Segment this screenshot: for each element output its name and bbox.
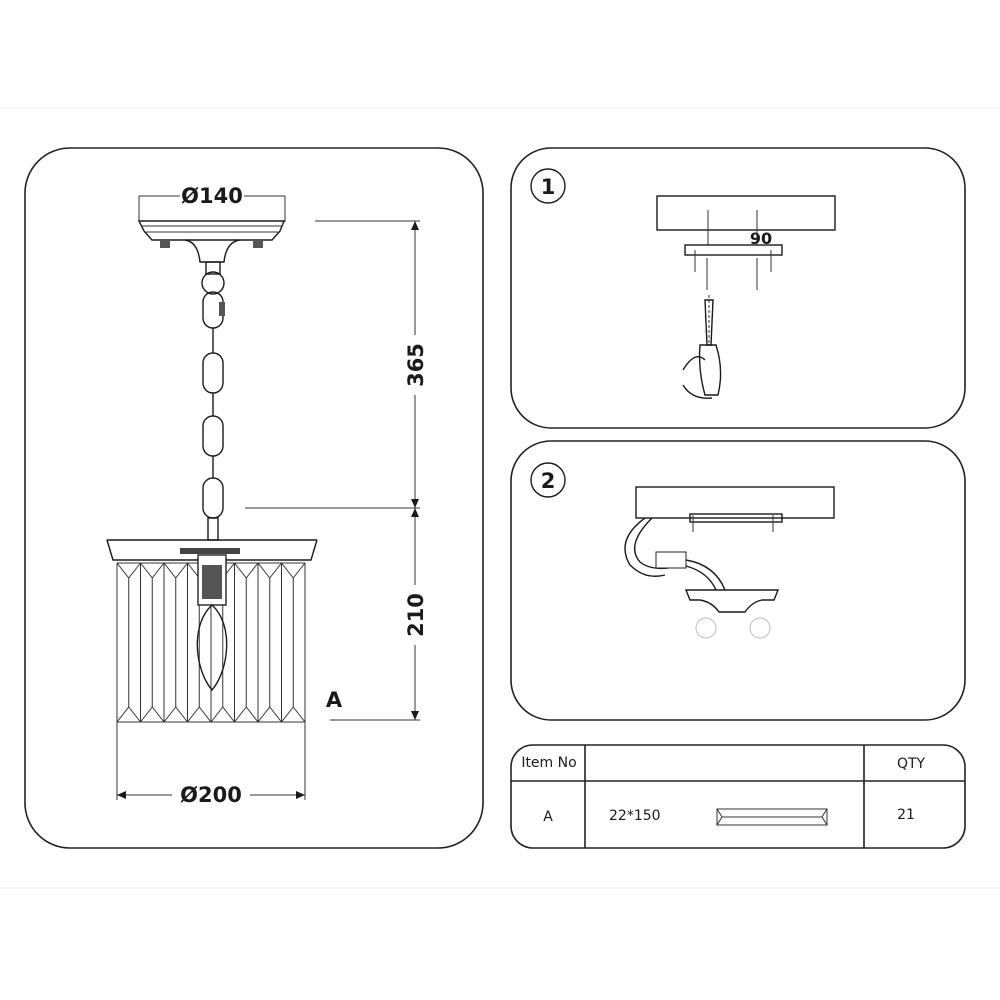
- crystal-shade: [106, 539, 318, 723]
- crystal-label: A: [326, 688, 343, 712]
- header-qty: QTY: [897, 756, 926, 772]
- hand: [682, 356, 713, 399]
- crystal-prism-icon: [716, 808, 828, 826]
- shade-diameter: Ø200: [180, 783, 242, 807]
- step-1-number: 1: [541, 175, 556, 199]
- crystal-prism: [116, 562, 141, 723]
- ceiling-block: [635, 486, 835, 519]
- parts-table: [510, 744, 966, 849]
- hole-spacing: 90: [750, 229, 772, 248]
- mounting-bar: [684, 244, 783, 256]
- row-item-no: A: [543, 809, 553, 825]
- step-2-panel: [510, 440, 966, 721]
- chain-height: 365: [404, 343, 428, 387]
- dimension-panel: [24, 147, 484, 849]
- step-1-badge: [530, 168, 566, 204]
- canopy-diameter: Ø140: [181, 184, 243, 208]
- canopy: [684, 589, 780, 613]
- shade-height: 210: [404, 593, 428, 637]
- ceiling-block: [656, 195, 836, 231]
- header-item-no: Item No: [521, 755, 576, 771]
- row-qty: 21: [897, 807, 915, 823]
- step-2-badge: [530, 462, 566, 498]
- step-1-panel: [510, 147, 966, 429]
- row-size: 22*150: [609, 808, 661, 824]
- height-dimensions: [116, 220, 420, 800]
- step-2-number: 2: [541, 469, 556, 493]
- ceiling-canopy: [137, 195, 286, 263]
